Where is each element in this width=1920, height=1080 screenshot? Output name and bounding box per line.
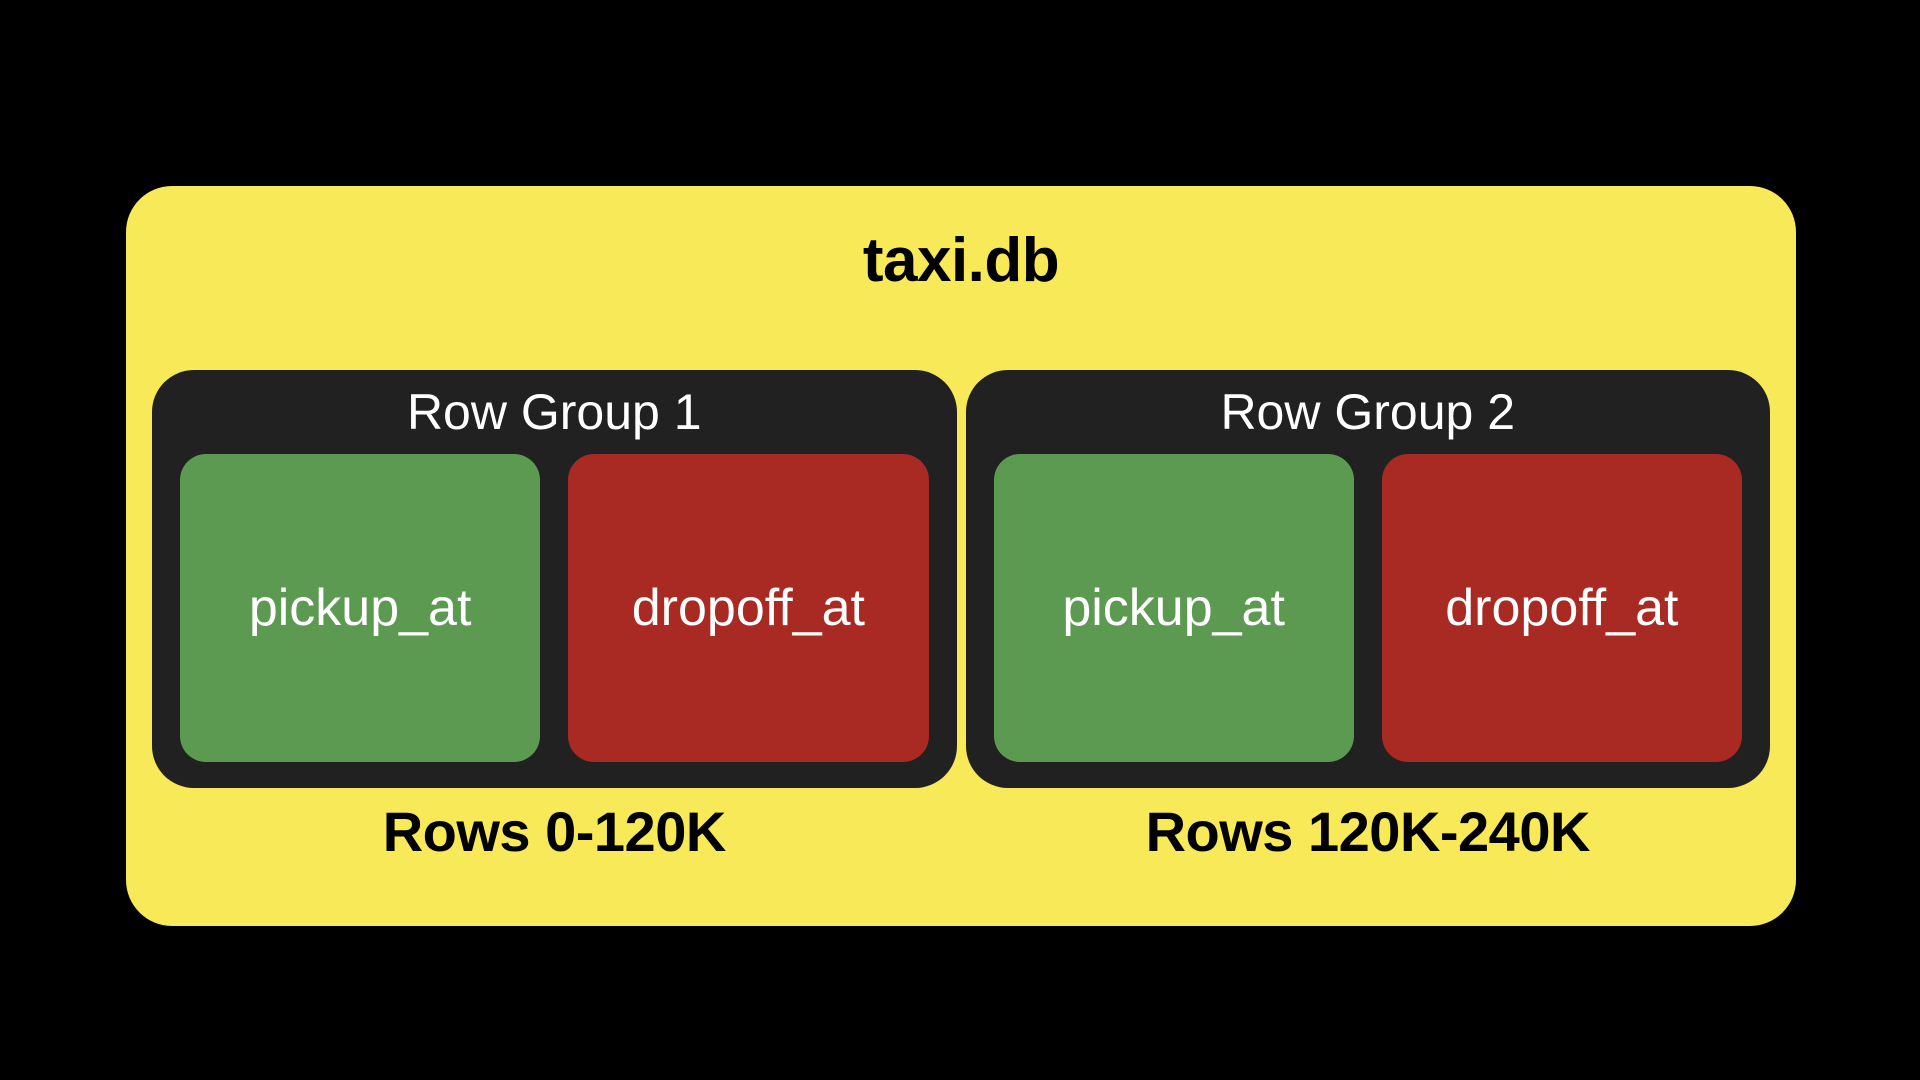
row-group-list: Row Group 1 pickup_at dropoff_at Rows 0-… [152,370,1770,860]
row-group-1: Row Group 1 pickup_at dropoff_at Rows 0-… [152,370,957,860]
row-group-1-title: Row Group 1 [406,384,702,440]
column-pickup-at-group-1: pickup_at [180,453,541,762]
row-group-1-row-range: Rows 0-120K [382,799,727,863]
row-group-1-columns: pickup_at dropoff_at [180,453,929,762]
column-dropoff-at-group-2: dropoff_at [1381,453,1742,762]
row-group-2-box: Row Group 2 pickup_at dropoff_at [965,370,1770,788]
row-group-1-box: Row Group 1 pickup_at dropoff_at [152,370,957,788]
database-card: taxi.db Row Group 1 pickup_at dropoff_at… [126,186,1796,926]
column-dropoff-at-group-1: dropoff_at [568,453,929,762]
row-group-2-columns: pickup_at dropoff_at [993,453,1742,762]
row-group-2: Row Group 2 pickup_at dropoff_at Rows 12… [965,370,1770,863]
column-pickup-at-group-2: pickup_at [993,453,1354,762]
row-group-2-title: Row Group 2 [1220,384,1516,440]
row-group-2-row-range: Rows 120K-240K [1145,799,1591,863]
database-title: taxi.db [862,226,1060,295]
